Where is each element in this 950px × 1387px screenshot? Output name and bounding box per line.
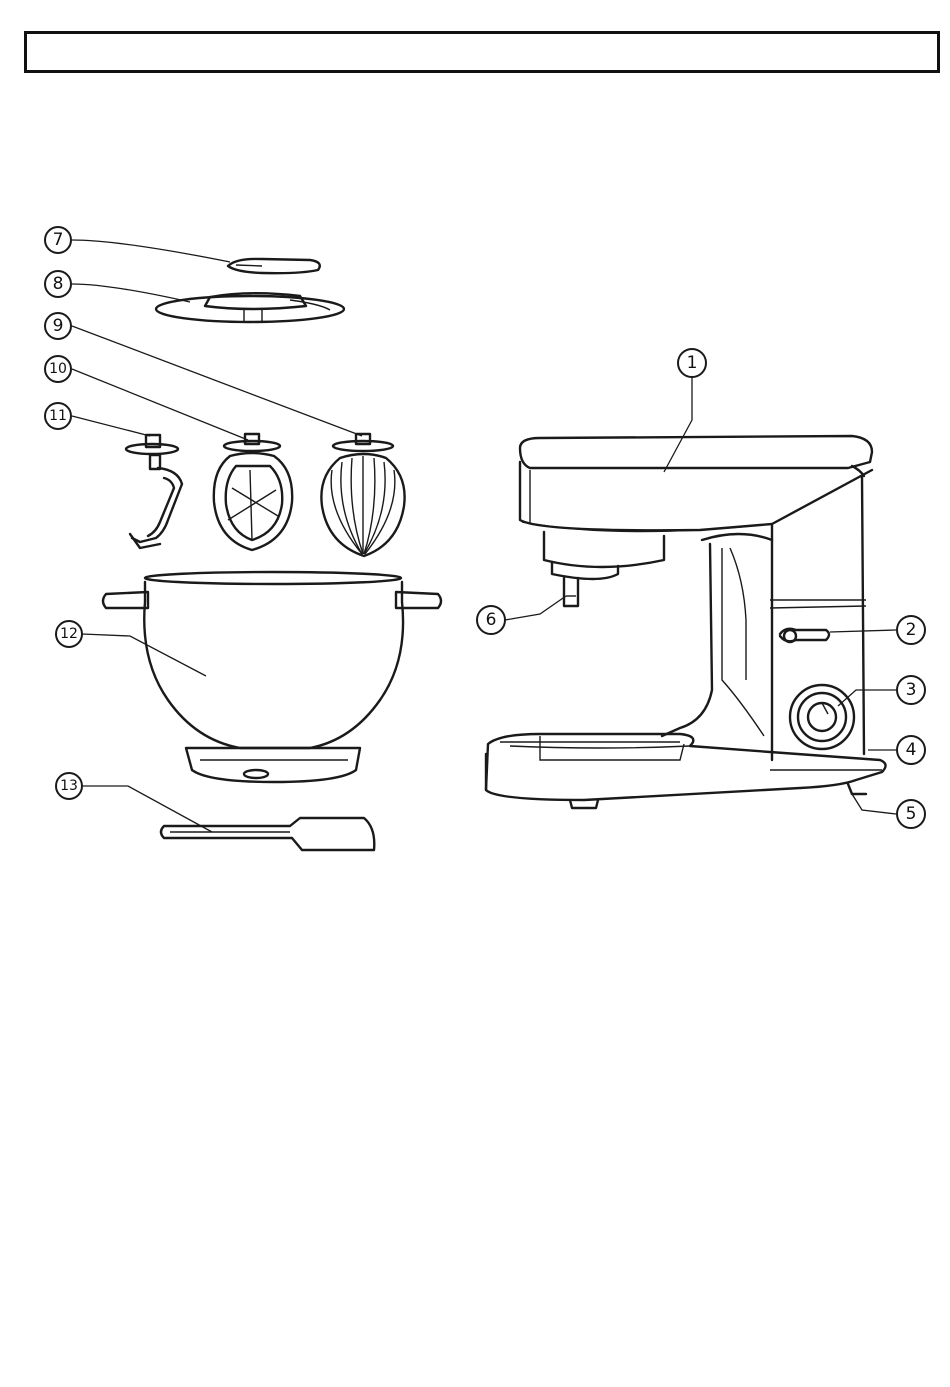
dough-hook-icon bbox=[126, 435, 182, 548]
whisk-icon bbox=[321, 434, 404, 556]
callout-6-label: 6 bbox=[486, 610, 497, 630]
stand-mixer-icon bbox=[486, 436, 886, 808]
callout-9: 9 bbox=[45, 313, 71, 339]
callout-7: 7 bbox=[45, 227, 71, 253]
callout-1: 1 bbox=[678, 349, 706, 377]
callout-3: 3 bbox=[897, 676, 925, 704]
callout-8: 8 bbox=[45, 271, 71, 297]
callout-11: 11 bbox=[45, 403, 71, 429]
callout-2: 2 bbox=[897, 616, 925, 644]
callout-6: 6 bbox=[477, 606, 505, 634]
callout-1-label: 1 bbox=[687, 353, 698, 373]
callout-7-label: 7 bbox=[53, 230, 64, 250]
callout-11-label: 11 bbox=[49, 408, 67, 424]
flat-beater-icon bbox=[214, 434, 292, 550]
callout-12: 12 bbox=[56, 621, 82, 647]
callout-9-label: 9 bbox=[53, 316, 64, 336]
callout-4-label: 4 bbox=[906, 740, 917, 760]
callout-5-label: 5 bbox=[906, 804, 917, 824]
callout-4: 4 bbox=[897, 736, 925, 764]
callout-8-label: 8 bbox=[53, 274, 64, 294]
callout-2-label: 2 bbox=[906, 620, 917, 640]
callout-13: 13 bbox=[56, 773, 82, 799]
callout-10: 10 bbox=[45, 356, 71, 382]
splash-guard-icon bbox=[156, 293, 344, 322]
callout-3-label: 3 bbox=[906, 680, 917, 700]
callout-13-label: 13 bbox=[60, 778, 78, 794]
pouring-shield-lid-icon bbox=[228, 259, 320, 273]
spatula-icon bbox=[161, 818, 374, 850]
mixing-bowl-icon bbox=[103, 572, 441, 782]
callout-5: 5 bbox=[897, 800, 925, 828]
callout-10-label: 10 bbox=[49, 361, 67, 377]
callout-12-label: 12 bbox=[60, 626, 78, 642]
